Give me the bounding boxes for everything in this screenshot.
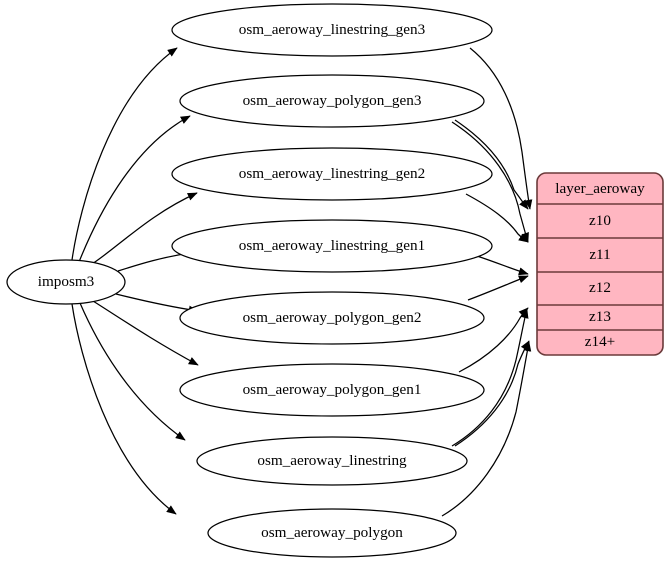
edge-polygon_gen2-z12 [467,275,529,301]
edge-imposm3-polygon_gen3 [78,115,191,263]
edge-polygon-z14 [441,341,532,517]
edges-from-source [71,47,199,515]
node-polygon-shape[interactable] [207,508,457,558]
edge-imposm3-linestring [79,302,186,441]
node-linestring-shape[interactable] [196,436,468,486]
table-row-z10[interactable]: z10 [589,212,611,229]
node-polygon_gen2-shape[interactable] [179,291,485,345]
node-linestring_gen2-shape[interactable] [171,147,493,201]
node-linestring_gen1-shape[interactable] [171,219,493,273]
edges-to-table [441,47,533,517]
node-linestring_gen3-shape[interactable] [171,3,493,57]
edge-polygon_gen3-z10 [454,119,529,210]
table-header-layer_aeroway: layer_aeroway [555,180,645,197]
table-row-z11[interactable]: z11 [589,246,611,263]
node-imposm3-shape[interactable] [6,259,126,305]
edge-imposm3-polygon [71,303,177,515]
edge-linestring_gen1-z12 [476,255,529,276]
table-row-z14plus[interactable]: z14+ [584,333,616,350]
table-layer_aeroway-shape[interactable] [536,172,664,356]
edge-imposm3-polygon_gen2 [115,293,199,314]
edge-imposm3-linestring_gen3 [71,47,178,261]
node-polygon_gen3-shape[interactable] [179,74,485,128]
edge-linestring-z13 [451,308,529,447]
table-row-z13[interactable]: z13 [589,308,611,325]
table-row-z12[interactable]: z12 [589,279,611,296]
edge-imposm3-linestring_gen2 [91,192,198,265]
node-polygon_gen1-shape[interactable] [179,363,485,417]
edge-linestring_gen3-z10 [469,47,533,210]
node-ellipses [171,3,493,558]
edge-imposm3-polygon_gen1 [92,300,199,366]
edge-linestring_gen2-z11 [465,193,529,243]
